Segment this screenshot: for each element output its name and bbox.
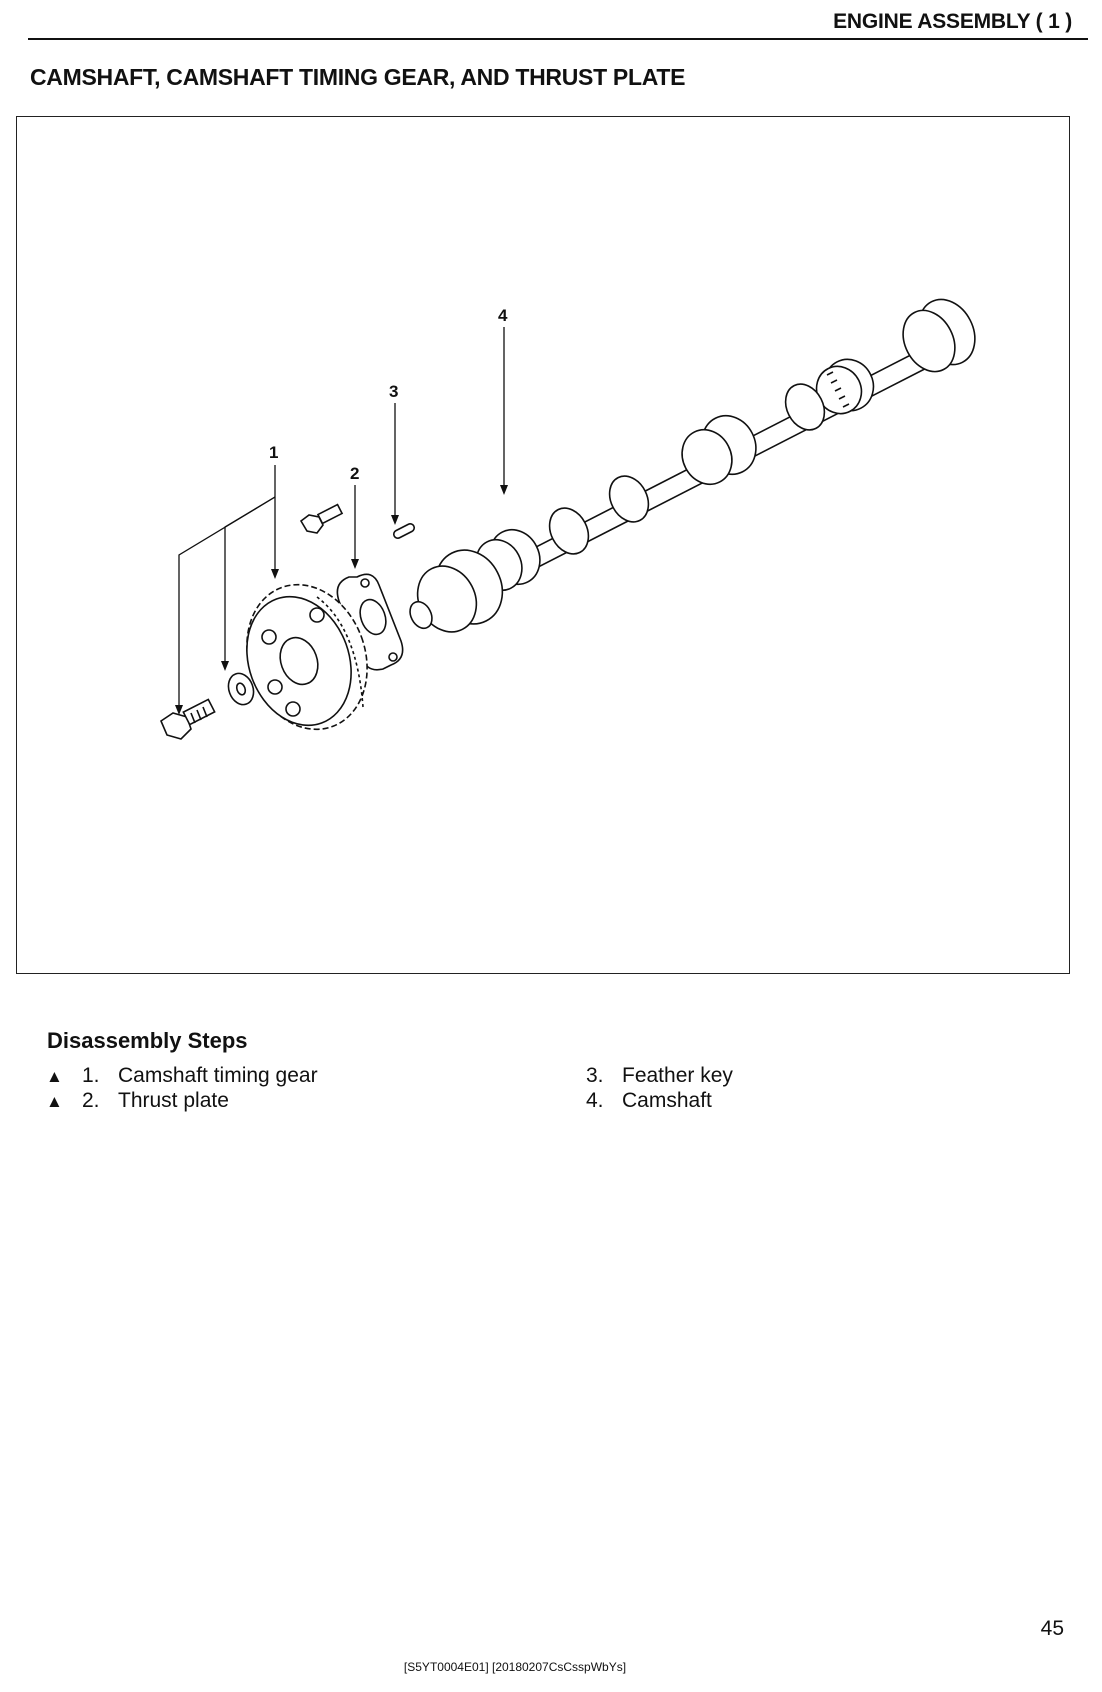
callout-4: 4 [498,306,508,325]
washer-part [227,672,255,706]
disassembly-steps-left-column: ▲ 1. Camshaft timing gear ▲ 2. Thrust plate [46,1063,318,1113]
thrust-plate-bolt-part [299,503,344,534]
callout-arrowheads [175,485,508,715]
step-label: Camshaft timing gear [118,1064,318,1087]
footer-document-code: [S5YT0004E01] [20180207CsCsspWbYs] [403,1660,627,1674]
step-label: Thrust plate [118,1089,229,1112]
list-item: ▲ 2. Thrust plate [46,1088,318,1113]
disassembly-steps-heading: Disassembly Steps [47,1028,248,1053]
callout-3: 3 [389,382,398,401]
list-item: 4. Camshaft [586,1088,733,1113]
camshaft-exploded-diagram: .ln { stroke: #111; stroke-width: 1.6; f… [160,298,976,740]
callout-leaders [178,327,505,709]
section-header: ENGINE ASSEMBLY ( 1 ) [833,10,1072,33]
list-item: ▲ 1. Camshaft timing gear [46,1063,318,1088]
feather-key-part [392,523,416,539]
gear-bolt-part [160,698,216,740]
step-number: 1. [82,1064,100,1087]
page-title: CAMSHAFT, CAMSHAFT TIMING GEAR, AND THRU… [30,64,686,90]
step-label: Camshaft [622,1089,712,1112]
callout-1: 1 [269,443,278,462]
page-number: 45 [1040,1617,1064,1640]
step-number: 4. [586,1089,604,1112]
thrust-plate-part [336,573,404,671]
timing-gear-part [246,583,368,731]
step-number: 3. [586,1064,604,1087]
triangle-marker-icon: ▲ [46,1067,63,1086]
step-number: 2. [82,1089,100,1112]
step-label: Feather key [622,1064,733,1087]
camshaft-part [409,298,976,633]
list-item: 3. Feather key [586,1063,733,1088]
header-rule [28,38,1088,40]
triangle-marker-icon: ▲ [46,1092,63,1111]
disassembly-steps-right-column: 3. Feather key 4. Camshaft [586,1063,733,1113]
exploded-view-figure: .ln { stroke: #111; stroke-width: 1.6; f… [16,116,1070,974]
callout-2: 2 [350,464,359,483]
